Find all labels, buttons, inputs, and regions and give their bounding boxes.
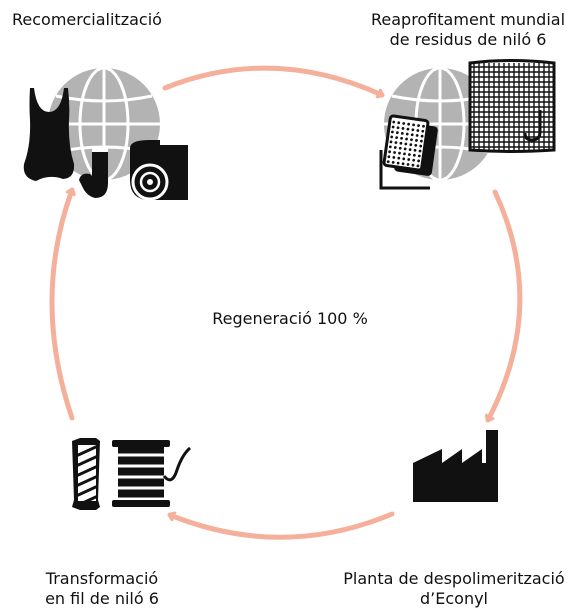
stage-label-line2: de residus de niló 6 <box>389 30 547 49</box>
arrow-transf-to-recom <box>49 187 72 421</box>
stage-label-line1: Reaprofitament mundial <box>370 10 566 29</box>
recommercialization-group <box>23 66 188 201</box>
spool-icon <box>112 440 192 507</box>
arrow-planta-to-transf <box>167 514 395 540</box>
stage-label-recommercialization: Recomercialització <box>12 10 162 30</box>
arrow-reap-to-planta <box>488 189 523 423</box>
yarn-cone-icon <box>72 438 100 510</box>
stage-label-text: Recomercialització <box>12 10 162 29</box>
center-label: Regeneració 100 % <box>212 309 368 328</box>
stage-label-line2: en fil de niló 6 <box>45 589 159 608</box>
global-recovery-group <box>379 59 556 190</box>
fishing-net-icon <box>468 59 556 153</box>
stage-label-line1: Transformació <box>45 569 159 588</box>
transformation-group <box>72 438 192 510</box>
stage-label-global-recovery: Reaprofitament mundial de residus de nil… <box>352 10 584 50</box>
stage-label-depolymerization: Planta de despolimerització d’Econyl <box>322 569 586 609</box>
depolymerization-group <box>413 430 498 502</box>
stage-label-transformation: Transformació en fil de niló 6 <box>22 569 182 609</box>
factory-icon <box>413 430 498 502</box>
sock-icon <box>79 147 108 198</box>
stage-label-line2: d’Econyl <box>420 589 488 608</box>
stage-label-line1: Planta de despolimerització <box>343 569 565 588</box>
arrow-recom-to-reap <box>162 65 385 95</box>
carpet-icon <box>379 114 438 190</box>
fabric-roll-icon <box>130 140 188 201</box>
swimsuit-icon <box>23 88 75 181</box>
hook-icon <box>523 110 542 142</box>
